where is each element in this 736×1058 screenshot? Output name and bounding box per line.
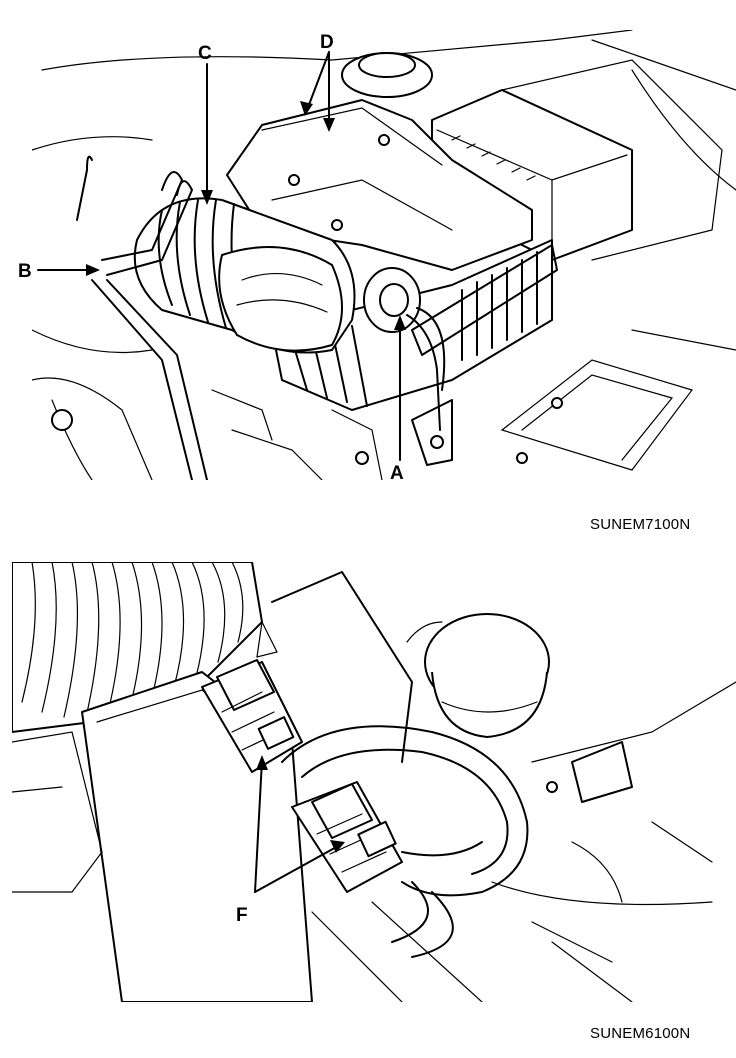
figure-code-top: SUNEM7100N [590,516,691,533]
engine-bay-drawing-top [32,30,736,480]
callout-a: A [390,463,404,484]
callout-c: C [198,43,212,64]
callout-d: D [320,32,334,53]
air-cleaner-illustration [32,30,736,480]
engine-bay-drawing-bottom [12,562,736,1002]
callout-b: B [18,261,32,282]
figure-code-bottom: SUNEM6100N [590,1025,691,1042]
connector-illustration [12,562,736,1002]
callout-f: F [236,905,248,926]
